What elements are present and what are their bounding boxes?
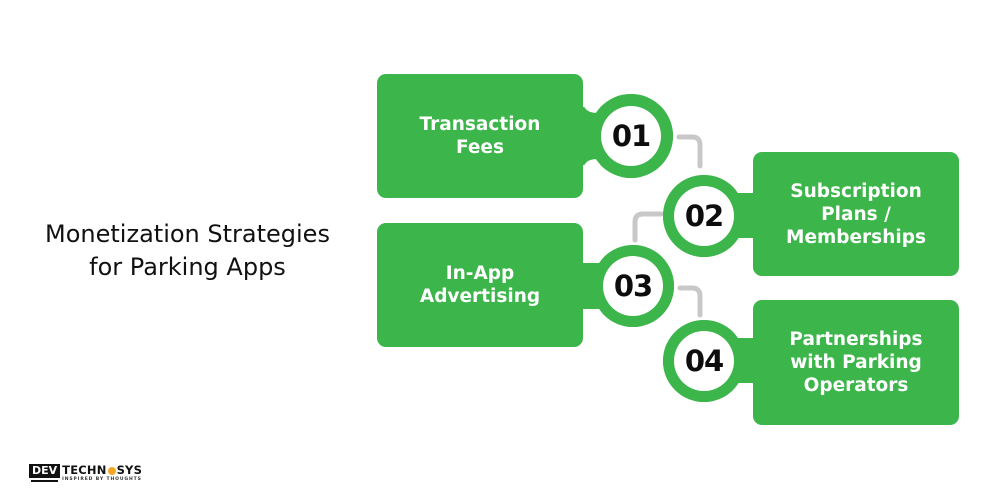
strategy-04-label: Partnerships with Parking Operators (753, 300, 959, 425)
strategy-02-number: 02 (684, 199, 724, 233)
gear-icon (107, 466, 116, 475)
logo-wordmark: TECHN SYS (62, 464, 142, 477)
strategy-03-number: 03 (613, 269, 653, 303)
strategy-card-02 (663, 152, 959, 276)
strategy-02-label: Subscription Plans / Memberships (753, 152, 959, 276)
title-line-1: Monetization Strategies (45, 220, 330, 248)
strategy-04-line-2: with Parking (790, 352, 922, 373)
strategy-02-line-1: Subscription (790, 180, 922, 202)
connectors (632, 134, 703, 318)
strategy-01-number: 01 (611, 119, 651, 153)
logo-brand-right: SYS (116, 463, 143, 477)
strategy-card-03 (377, 223, 674, 347)
strategy-04-number: 04 (684, 344, 724, 378)
strategy-01-line-1: Transaction (419, 114, 541, 135)
strategy-02-line-2: Plans / (821, 203, 891, 225)
strategy-01-label: Transaction Fees (377, 74, 583, 198)
connector-01-02 (676, 134, 703, 169)
page-title: Monetization Strategies for Parking Apps (20, 218, 355, 284)
strategy-03-line-1: In-App (445, 263, 515, 284)
strategy-04-line-1: Partnerships (789, 329, 923, 350)
strategy-01-line-2: Fees (456, 137, 504, 158)
connector-02-03 (632, 211, 664, 243)
title-line-2: for Parking Apps (89, 253, 286, 281)
logo-dev-badge: DEV (29, 464, 61, 482)
strategy-03-label: In-App Advertising (377, 223, 583, 347)
strategy-card-04 (663, 300, 959, 425)
logo-tagline: INSPIRED BY THOUGHTS (62, 477, 142, 482)
devtechnosys-logo: DEV TECHN SYS INSPIRED BY THOUGHTS (29, 464, 142, 486)
strategy-02-line-3: Memberships (786, 226, 926, 248)
strategy-card-01 (377, 74, 673, 198)
logo-brand-left: TECHN (62, 463, 107, 477)
strategy-03-line-2: Advertising (419, 286, 541, 307)
strategy-04-line-3: Operators (803, 375, 909, 396)
connector-03-04 (677, 285, 703, 318)
